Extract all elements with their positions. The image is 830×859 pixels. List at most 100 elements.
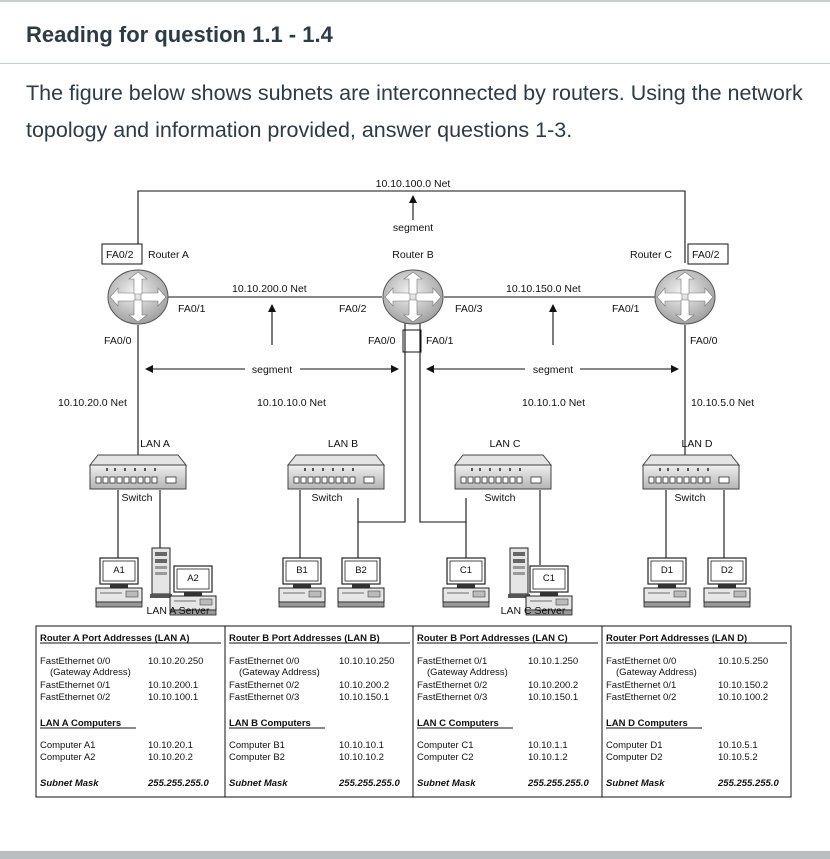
segment-right-label: segment [533,364,573,376]
computers-header: LAN A Computers [40,718,121,729]
switch-lan-c-icon [454,454,552,490]
port-address: 10.10.100.2 [718,692,768,703]
bottom-border [0,851,830,859]
computer-address: 10.10.5.2 [718,752,758,763]
switch-a-label: Switch [122,492,153,504]
router-b-icon [382,269,444,325]
computers-header: LAN B Computers [229,718,311,729]
port-name: (Gateway Address) [50,667,131,678]
rc-fa02-box [687,243,729,265]
rb-fa00-label: FA0/0 [368,335,396,347]
top-border [0,0,830,2]
rc-fa01-label: FA0/1 [612,303,640,315]
page-heading: Reading for question 1.1 - 1.4 [26,22,333,47]
port-name: FastEthernet 0/0 [40,656,110,667]
switch-lan-b-icon [287,454,385,490]
port-header: Router B Port Addresses (LAN B) [229,633,380,644]
port-address: 10.10.10.250 [339,656,394,667]
ra-fa00-label: FA0/0 [104,335,132,347]
pc-a2-label: A2 [187,573,199,584]
top-segment-label: segment [393,222,433,234]
computers-header: LAN C Computers [417,718,499,729]
port-address: 10.10.20.250 [148,656,203,667]
computer-name: Computer C2 [417,752,474,763]
port-name: FastEthernet 0/2 [417,680,487,691]
port-name: FastEthernet 0/1 [606,680,676,691]
port-address: 10.10.150.1 [339,692,389,703]
server-a-icon [149,547,173,599]
net-20-label: 10.10.20.0 Net [58,397,127,409]
switch-d-label: Switch [675,492,706,504]
port-name: FastEthernet 0/0 [606,656,676,667]
port-header: Router Port Addresses (LAN D) [606,633,747,644]
subnet-mask-value: 255.255.255.0 [147,778,209,789]
lan-b-label: LAN B [328,438,358,450]
port-name: (Gateway Address) [427,667,508,678]
network-links [117,190,725,565]
subnet-mask-value: 255.255.255.0 [527,778,589,789]
port-header: Router A Port Addresses (LAN A) [40,633,190,644]
computer-address: 10.10.10.2 [339,752,384,763]
top-net-label: 10.10.100.0 Net [376,178,451,190]
lan-d-label: LAN D [682,438,713,450]
rb-fa03-label: FA0/3 [455,303,483,315]
computers-header: LAN D Computers [606,718,688,729]
port-name: FastEthernet 0/1 [40,680,110,691]
computer-name: Computer B2 [229,752,285,763]
lan-c-server-label: LAN C Server [501,605,566,617]
pc-c1b-label: C1 [543,573,555,584]
switch-lan-d-icon [642,454,740,490]
subnet-mask-label: Subnet Mask [40,778,99,789]
router-a-icon [107,269,169,325]
port-address: 10.10.150.2 [718,680,768,691]
lan-c-label: LAN C [490,438,521,450]
router-a-label: Router A [148,249,189,261]
port-name: FastEthernet 0/3 [229,692,299,703]
router-c-icon [654,269,716,325]
port-address: 10.10.100.1 [148,692,198,703]
router-b-label: Router B [392,249,433,261]
subnet-mask-label: Subnet Mask [229,778,288,789]
switch-lan-a-icon [89,454,187,490]
ra-fa02-box [101,243,143,265]
computer-address: 10.10.1.1 [528,740,568,751]
rc-fa02-label: FA0/2 [692,249,720,261]
net-200-label: 10.10.200.0 Net [232,283,307,295]
port-address: 10.10.5.250 [718,656,768,667]
lan-a-label: LAN A [140,438,170,450]
switch-b-label: Switch [312,492,343,504]
computer-name: Computer A1 [40,740,95,751]
subnet-mask-label: Subnet Mask [606,778,665,789]
net-150-label: 10.10.150.0 Net [506,283,581,295]
net-5-label: 10.10.5.0 Net [691,397,754,409]
switch-c-label: Switch [485,492,516,504]
heading-divider [0,63,830,64]
pc-b1-label: B1 [296,565,308,576]
port-address: 10.10.200.1 [148,680,198,691]
intro-paragraph: The figure below shows subnets are inter… [26,81,803,142]
port-name: FastEthernet 0/2 [606,692,676,703]
computer-address: 10.10.10.1 [339,740,384,751]
computer-name: Computer D1 [606,740,663,751]
pc-d1-label: D1 [661,565,673,576]
port-name: FastEthernet 0/1 [417,656,487,667]
net-1-label: 10.10.1.0 Net [522,397,585,409]
computer-address: 10.10.1.2 [528,752,568,763]
port-name: (Gateway Address) [616,667,697,678]
port-name: FastEthernet 0/0 [229,656,299,667]
port-name: FastEthernet 0/3 [417,692,487,703]
computer-address: 10.10.5.1 [718,740,758,751]
rb-fa02-label: FA0/2 [339,303,367,315]
port-address: 10.10.200.2 [339,680,389,691]
pc-c1-label: C1 [460,565,472,576]
subnet-mask-label: Subnet Mask [417,778,476,789]
router-c-label: Router C [630,249,672,261]
subnet-mask-value: 255.255.255.0 [338,778,400,789]
pc-b2-label: B2 [355,565,367,576]
computer-name: Computer A2 [40,752,95,763]
lan-a-server-label: LAN A Server [146,605,210,617]
port-address: 10.10.1.250 [528,656,578,667]
pc-a1-label: A1 [113,565,125,576]
rb-fa01-label: FA0/1 [426,335,454,347]
